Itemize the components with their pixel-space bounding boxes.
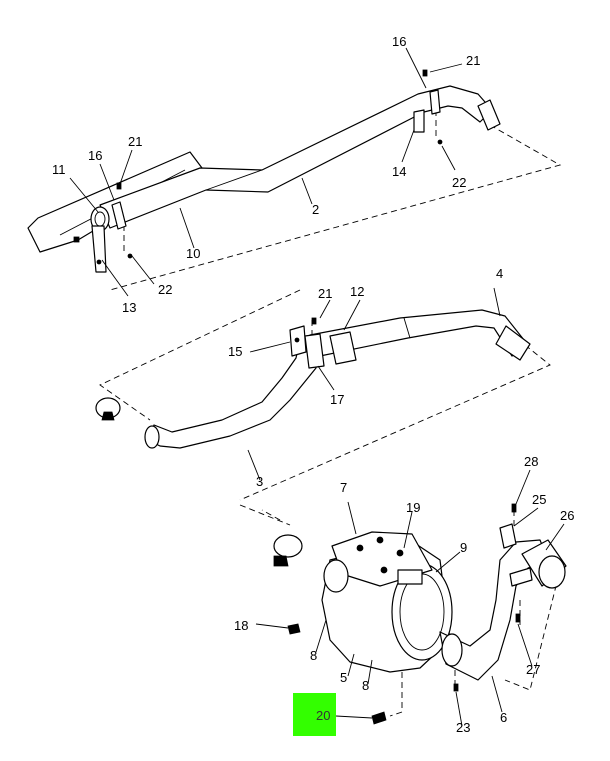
callout-25: 25: [532, 492, 546, 507]
callout-22: 22: [158, 282, 172, 297]
callout-14: 14: [392, 164, 406, 179]
callout-2: 2: [312, 202, 319, 217]
callout-18: 18: [234, 618, 248, 633]
assembly-guide-lines: [99, 90, 562, 717]
callout-10: 10: [186, 246, 200, 261]
callout-21: 21: [318, 286, 332, 301]
callout-6: 6: [500, 710, 507, 725]
highlight-box: [293, 693, 336, 736]
callout-21: 21: [466, 53, 480, 68]
callout-15: 15: [228, 344, 242, 359]
callout-4: 4: [496, 266, 503, 281]
lower-muffler-assembly: [273, 503, 567, 725]
callout-21: 21: [128, 134, 142, 149]
callout-7: 7: [340, 480, 347, 495]
callout-22: 22: [452, 175, 466, 190]
callout-8: 8: [362, 678, 369, 693]
callout-27: 27: [526, 662, 540, 677]
callout-16: 16: [88, 148, 102, 163]
callout-23: 23: [456, 720, 470, 735]
callout-5: 5: [340, 670, 347, 685]
callout-9: 9: [460, 540, 467, 555]
callout-16: 16: [392, 34, 406, 49]
callout-28: 28: [524, 454, 538, 469]
callout-17: 17: [330, 392, 344, 407]
callout-19: 19: [406, 500, 420, 515]
callout-8: 8: [310, 648, 317, 663]
callout-11: 11: [52, 162, 66, 177]
callout-20: 20: [316, 708, 330, 723]
callout-13: 13: [122, 300, 136, 315]
callout-26: 26: [560, 508, 574, 523]
upper-pipe-assembly: [27, 69, 501, 273]
callout-12: 12: [350, 284, 364, 299]
middle-pipe-assembly: [95, 309, 531, 449]
callouts: 16 21 21 16 11 22 14 2 10 22 13 4 21 12 …: [52, 34, 574, 735]
callout-3: 3: [256, 474, 263, 489]
leader-lines: [69, 47, 565, 727]
